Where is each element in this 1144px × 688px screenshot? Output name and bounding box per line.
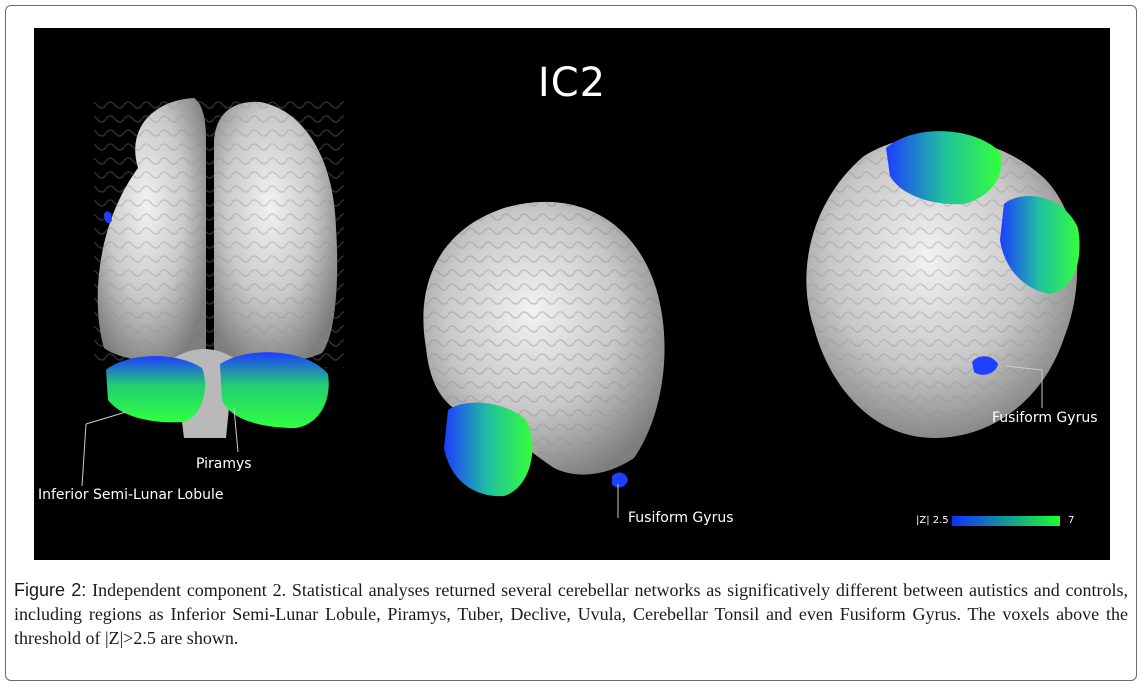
label-piramys: Piramys xyxy=(196,456,252,472)
label-fusiform-gyrus-center: Fusiform Gyrus xyxy=(628,510,734,526)
figure-frame xyxy=(5,5,1137,681)
colorbar-min-label: |Z| 2.5 xyxy=(916,515,949,526)
figure-caption: Figure 2: Independent component 2. Stati… xyxy=(14,578,1128,650)
caption-text: Independent component 2. Statistical ana… xyxy=(14,580,1128,648)
label-fusiform-gyrus-right: Fusiform Gyrus xyxy=(992,410,1098,426)
figure-title: IC2 xyxy=(537,60,607,106)
brain-renderings xyxy=(81,98,1080,526)
colorbar-max-label: 7 xyxy=(1068,515,1075,526)
brain-inferior-view xyxy=(806,131,1080,438)
label-inferior-semi-lunar-lobule: Inferior Semi-Lunar Lobule xyxy=(38,487,224,503)
brain-posterior-view xyxy=(81,98,344,487)
brain-figure: IC2 xyxy=(34,28,1110,560)
brain-lateral-view xyxy=(423,201,665,518)
caption-label: Figure 2: xyxy=(14,580,87,600)
colorbar xyxy=(952,516,1060,526)
